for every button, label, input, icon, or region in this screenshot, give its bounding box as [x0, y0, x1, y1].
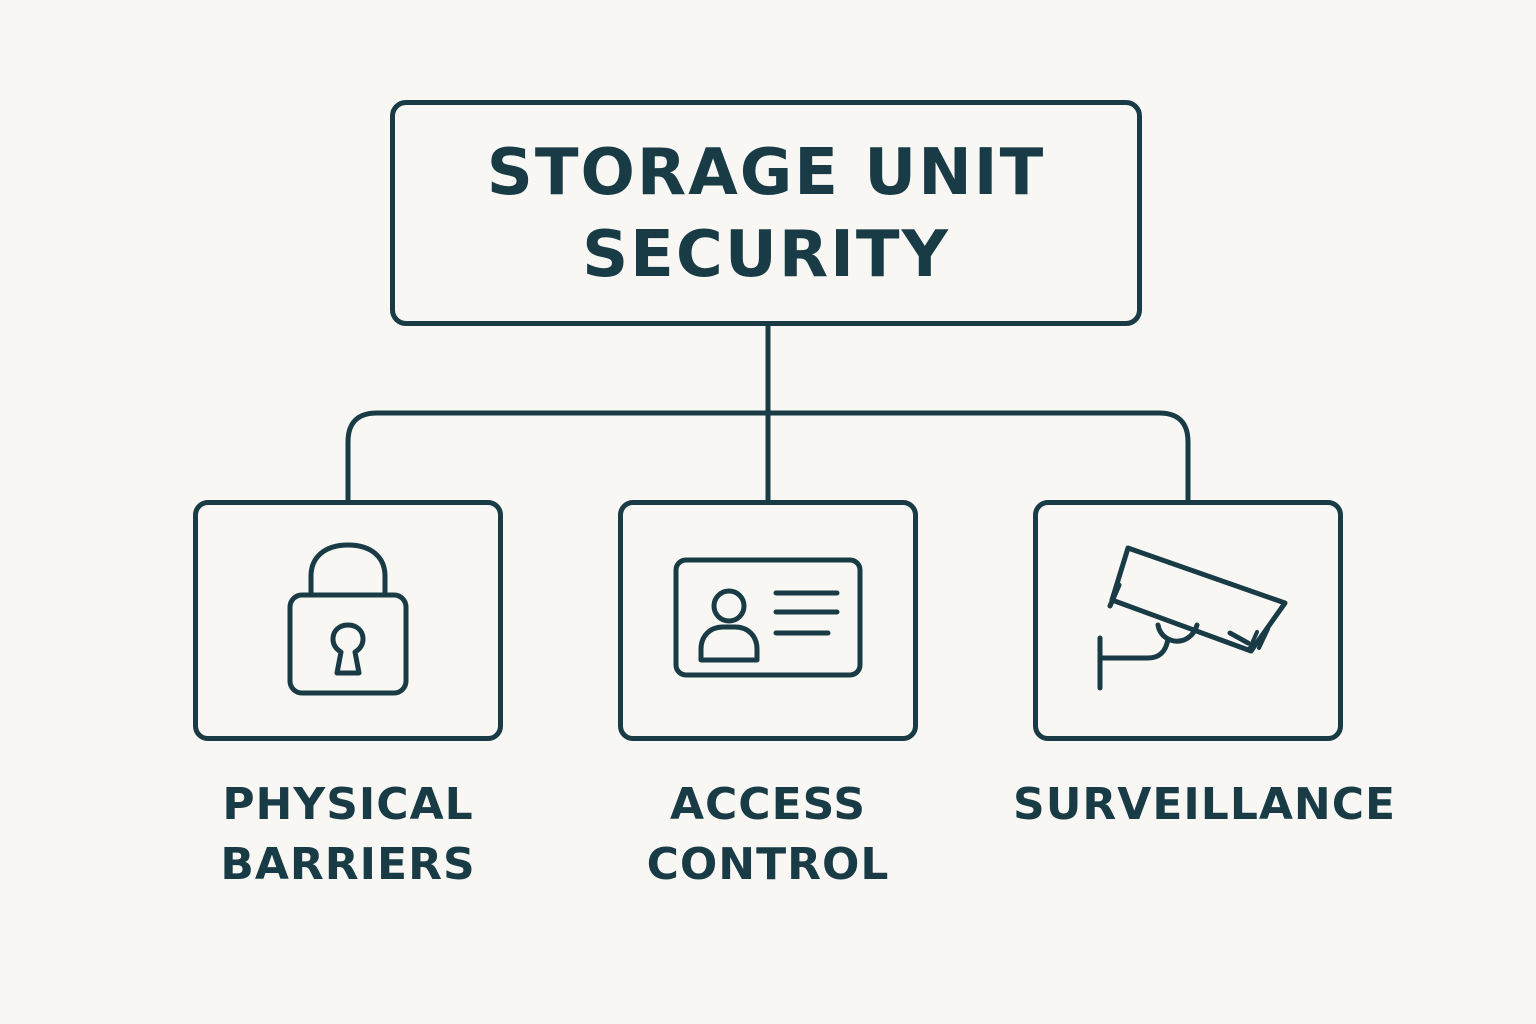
- surveillance-label: SURVEILLANCE: [1013, 775, 1397, 835]
- access-control-label-line-2: CONTROL: [646, 839, 890, 890]
- root-title-line-2: SECURITY: [582, 218, 950, 292]
- padlock-icon: [287, 542, 409, 696]
- access-control-label-line-1: ACCESS: [669, 779, 867, 830]
- security-camera-icon: [1097, 545, 1288, 691]
- physical-barriers-label-line-1: PHYSICAL: [222, 779, 474, 830]
- root-node-box: [390, 100, 1142, 326]
- physical-barriers-label-line-2: BARRIERS: [220, 839, 476, 890]
- root-node-title: STORAGE UNIT SECURITY: [390, 132, 1142, 296]
- physical-barriers-box: [193, 500, 503, 741]
- surveillance-box: [1033, 500, 1343, 741]
- physical-barriers-label: PHYSICAL BARRIERS: [193, 775, 503, 895]
- id-card-icon: [673, 557, 863, 678]
- access-control-box: [618, 500, 918, 741]
- access-control-label: ACCESS CONTROL: [618, 775, 918, 895]
- surveillance-label-line-1: SURVEILLANCE: [1013, 779, 1397, 830]
- root-title-line-1: STORAGE UNIT: [486, 136, 1046, 210]
